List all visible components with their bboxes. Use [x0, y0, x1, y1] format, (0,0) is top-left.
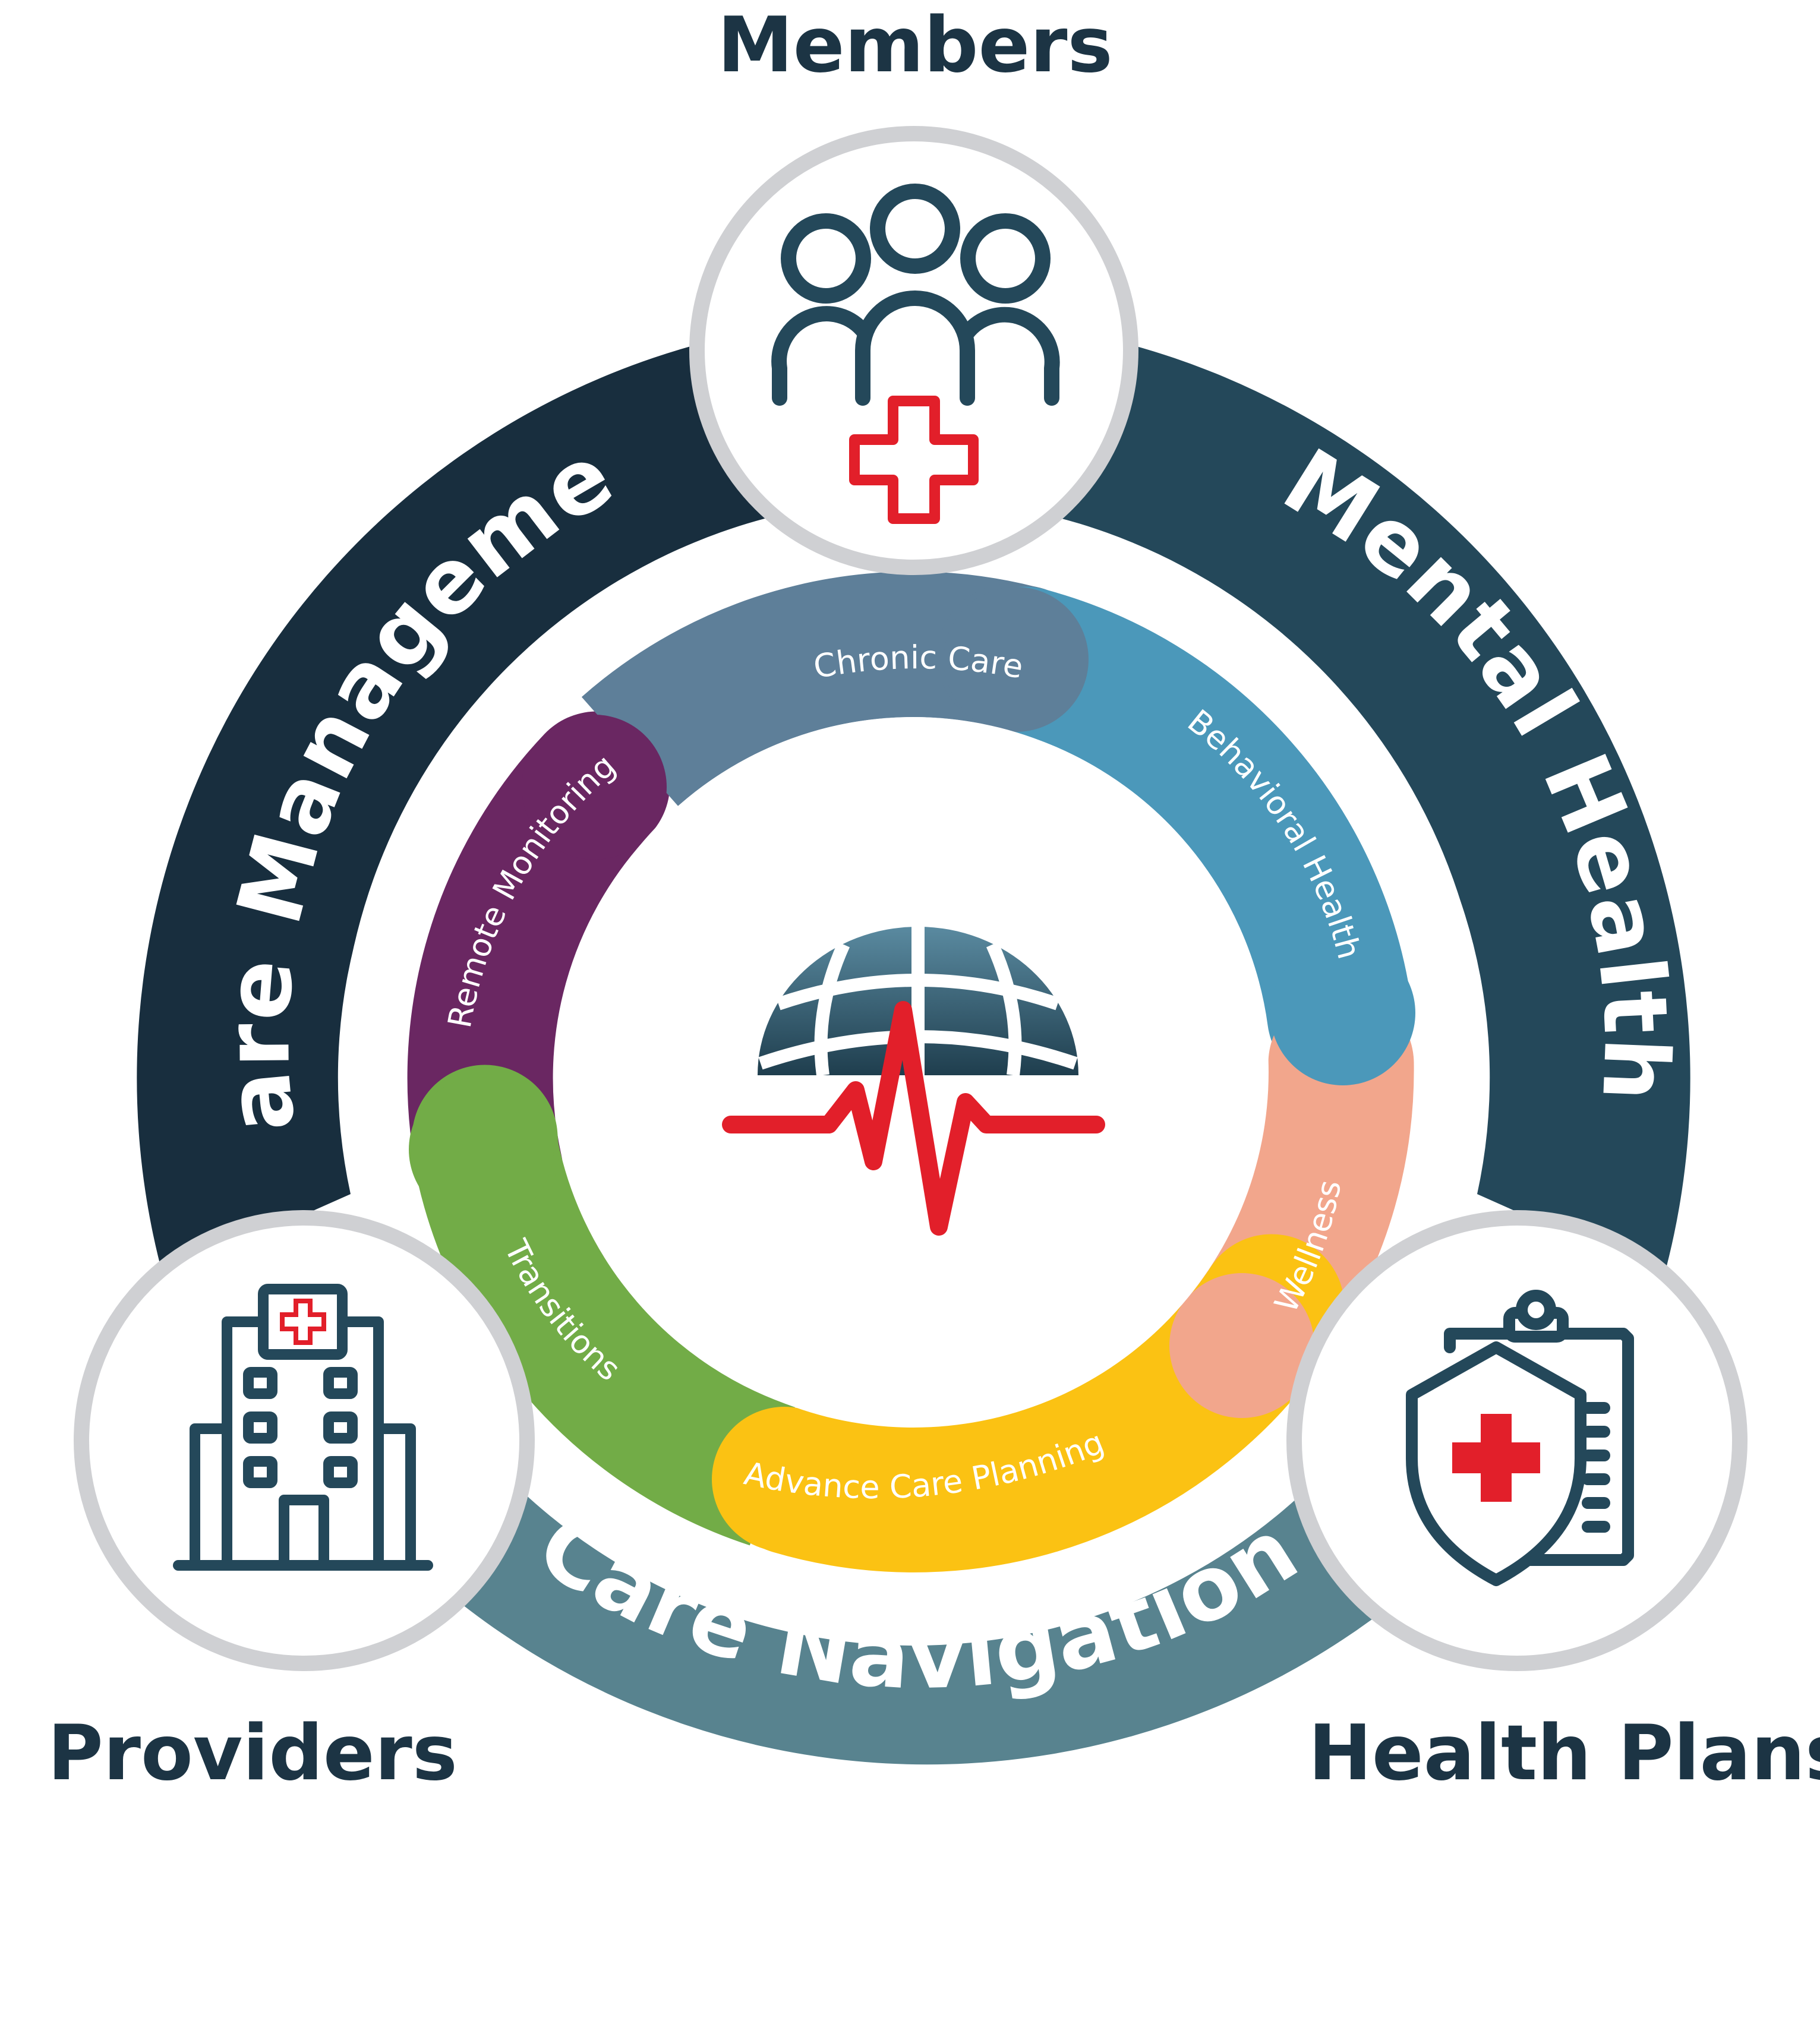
people-with-medical-cross-icon — [771, 184, 1060, 406]
hospital-cross-icon — [280, 1299, 326, 1345]
globe-heartbeat-icon — [722, 927, 1105, 1236]
providers-node — [74, 1210, 535, 1671]
members-label: Members — [717, 1, 1112, 90]
care-management-segment-arc — [137, 317, 914, 1277]
members-node — [689, 126, 1138, 575]
medical-cross-icon — [849, 396, 979, 524]
shield-cross-icon — [1452, 1414, 1540, 1502]
health-plans-label: Health Plans — [1308, 1709, 1820, 1798]
providers-label: Providers — [48, 1709, 458, 1798]
behavioral-health-segment — [952, 586, 1413, 1089]
mental-health-segment-arc — [914, 317, 1690, 1277]
health-plans-node — [1286, 1210, 1748, 1671]
inner-ring-caps — [409, 587, 1415, 1552]
